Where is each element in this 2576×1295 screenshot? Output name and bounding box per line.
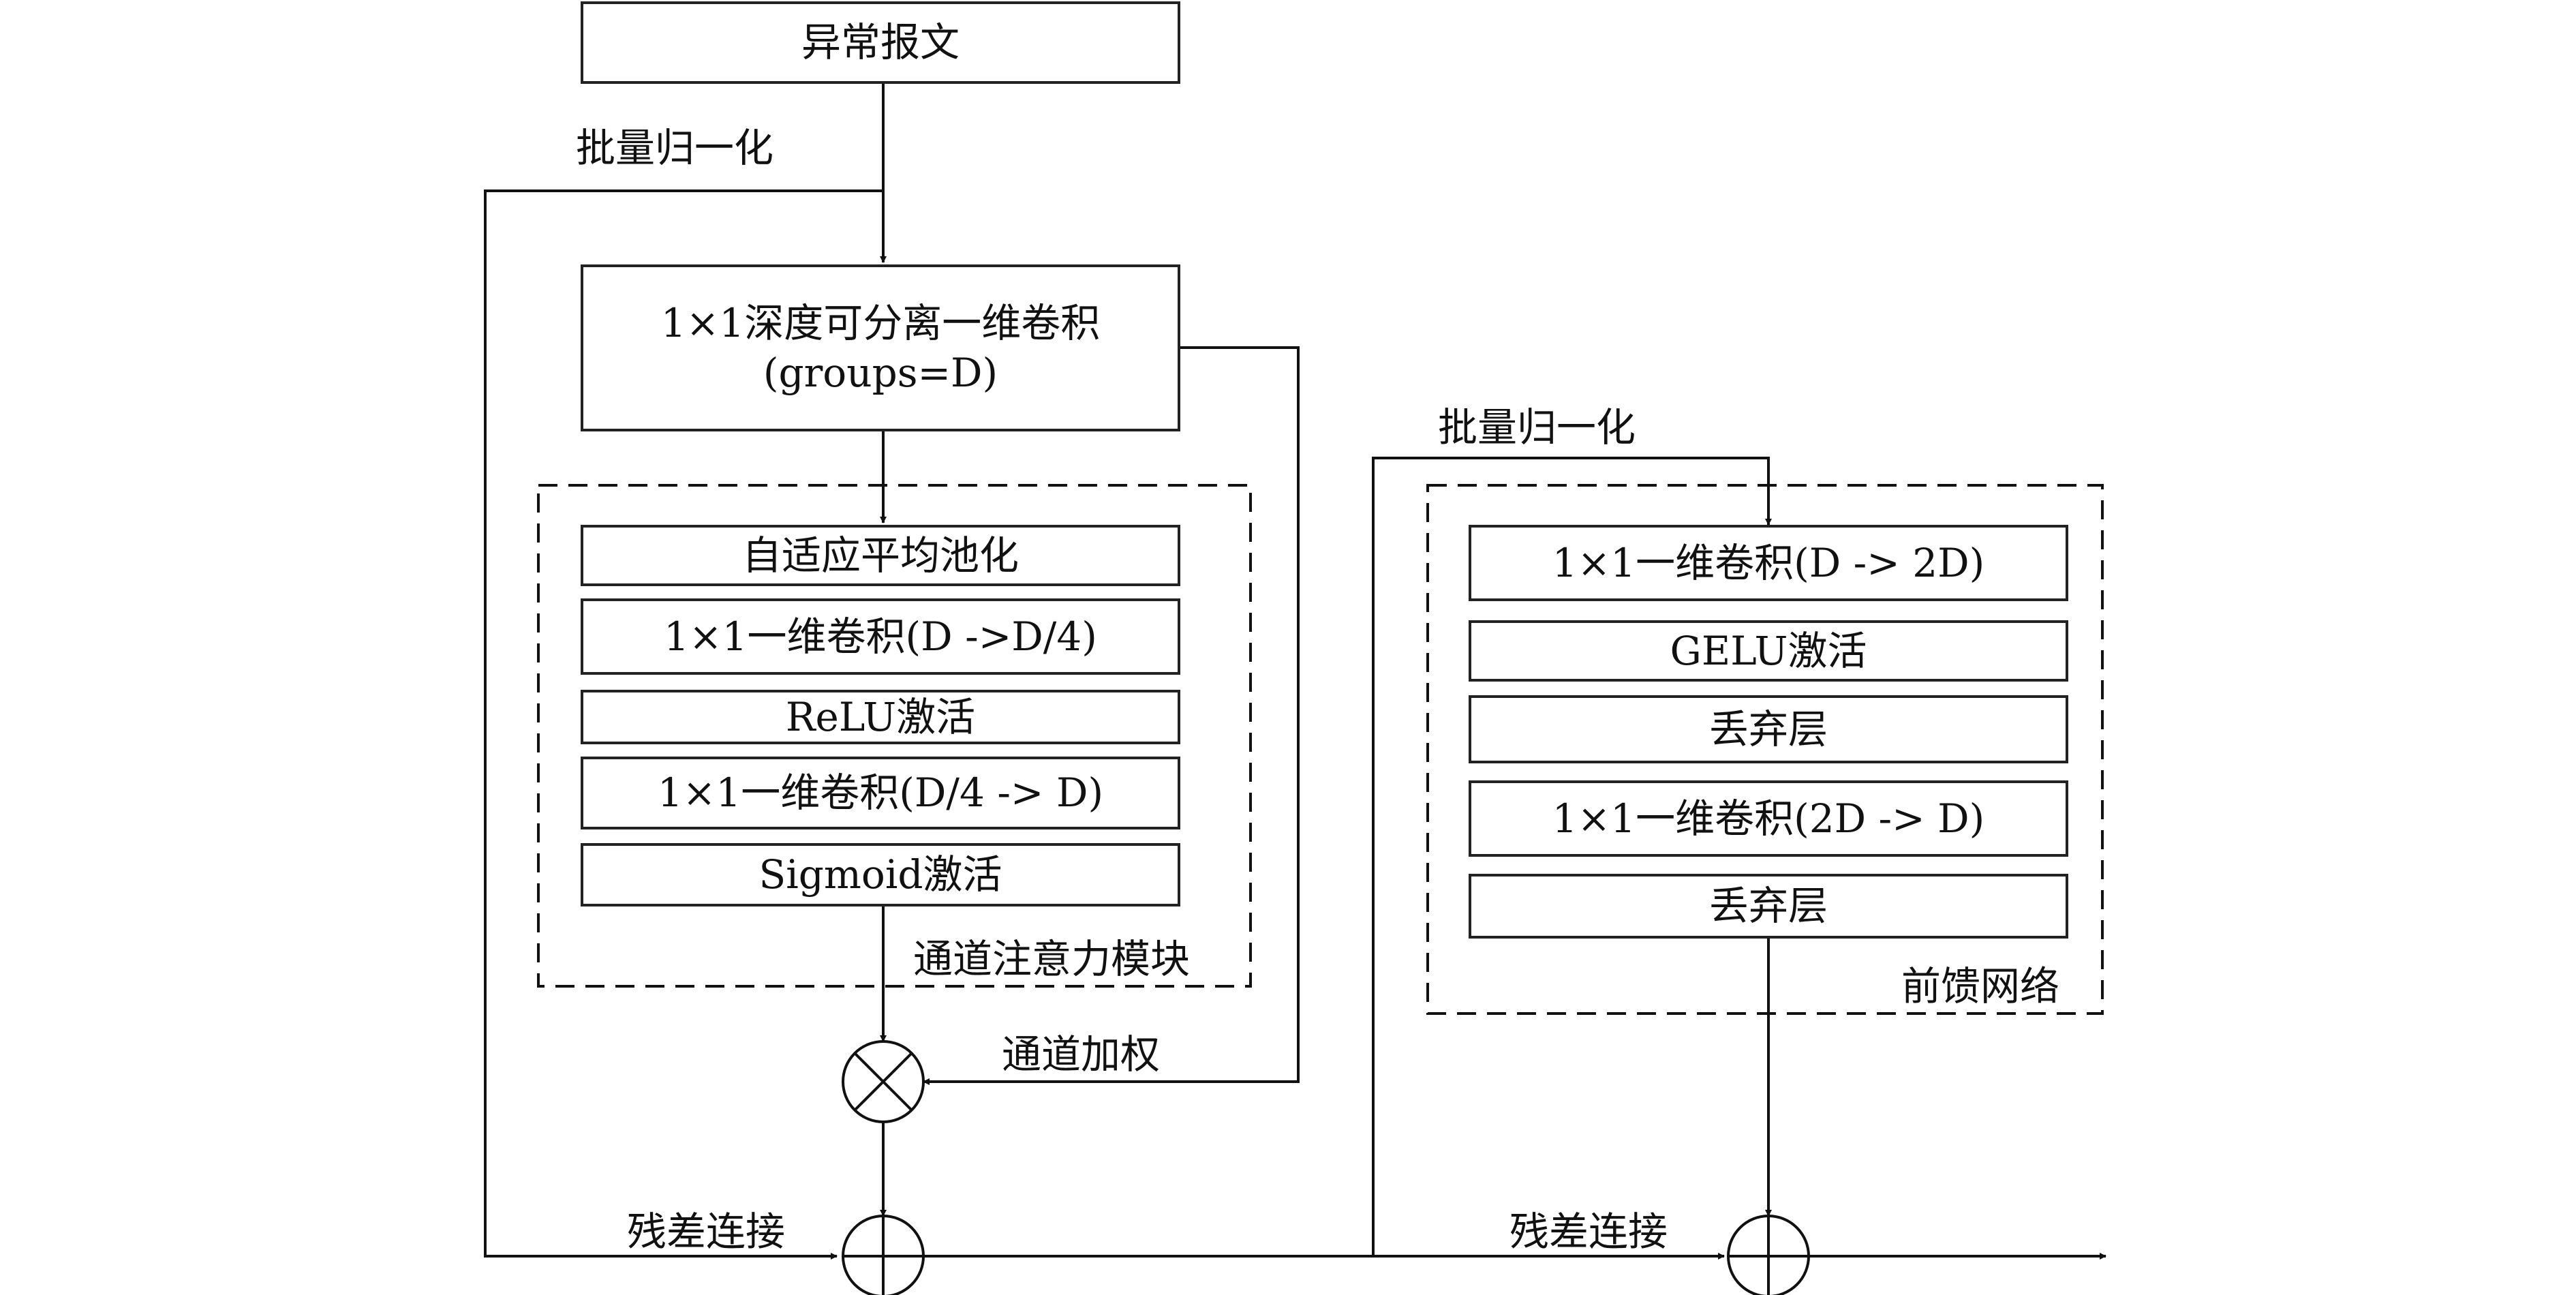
attention-layer: 自适应平均池化 xyxy=(581,525,1180,586)
residual-skip-1 xyxy=(484,189,883,1260)
layer-label: 1×1一维卷积(D -> 2D) xyxy=(1552,539,1985,586)
layer-label: 丢弃层 xyxy=(1708,705,1828,752)
attention-module-frame xyxy=(537,484,1252,988)
attention-layer: ReLU激活 xyxy=(581,690,1180,744)
layer-label: 自适应平均池化 xyxy=(741,532,1019,579)
ffn-layer: 1×1一维卷积(2D -> D) xyxy=(1469,780,2068,857)
ffn-layer: 丢弃层 xyxy=(1469,695,2068,763)
attention-layer: 1×1一维卷积(D/4 -> D) xyxy=(581,757,1180,829)
residual-label-1: 残差连接 xyxy=(627,1208,786,1255)
ffn-layer: 丢弃层 xyxy=(1469,874,2068,939)
bn-label-2: 批量归一化 xyxy=(1438,404,1636,451)
layer-label: 1×1一维卷积(D ->D/4) xyxy=(664,613,1097,660)
dwconv-line2: (groups=D) xyxy=(763,349,998,396)
ffn-layer: GELU激活 xyxy=(1469,620,2068,682)
ffn-layer: 1×1一维卷积(D -> 2D) xyxy=(1469,525,2068,601)
ffn-frame xyxy=(1426,484,2104,1015)
layer-label: 1×1一维卷积(D/4 -> D) xyxy=(657,770,1104,817)
ffn-title: 前馈网络 xyxy=(1901,963,2060,1009)
layer-label: GELU激活 xyxy=(1670,627,1867,674)
residual-skip-2 xyxy=(1372,457,1772,1256)
channel-weight-path xyxy=(923,346,1300,1085)
layer-label: Sigmoid激活 xyxy=(758,851,1002,898)
layer-label: ReLU激活 xyxy=(785,693,976,740)
input-box: 异常报文 xyxy=(581,1,1180,84)
channel-weight-label: 通道加权 xyxy=(1002,1031,1161,1078)
residual-label-2: 残差连接 xyxy=(1509,1208,1668,1255)
dwconv-line1: 1×1深度可分离一维卷积 xyxy=(660,300,1101,346)
attention-module-title: 通道注意力模块 xyxy=(913,936,1191,982)
layer-label: 丢弃层 xyxy=(1708,883,1828,930)
dwconv-box: 1×1深度可分离一维卷积 (groups=D) xyxy=(581,264,1180,431)
bn-label-1: 批量归一化 xyxy=(576,125,774,171)
attention-layer: Sigmoid激活 xyxy=(581,843,1180,906)
layer-label: 1×1一维卷积(2D -> D) xyxy=(1552,795,1985,842)
input-box-label: 异常报文 xyxy=(801,19,960,66)
attention-layer: 1×1一维卷积(D ->D/4) xyxy=(581,598,1180,675)
